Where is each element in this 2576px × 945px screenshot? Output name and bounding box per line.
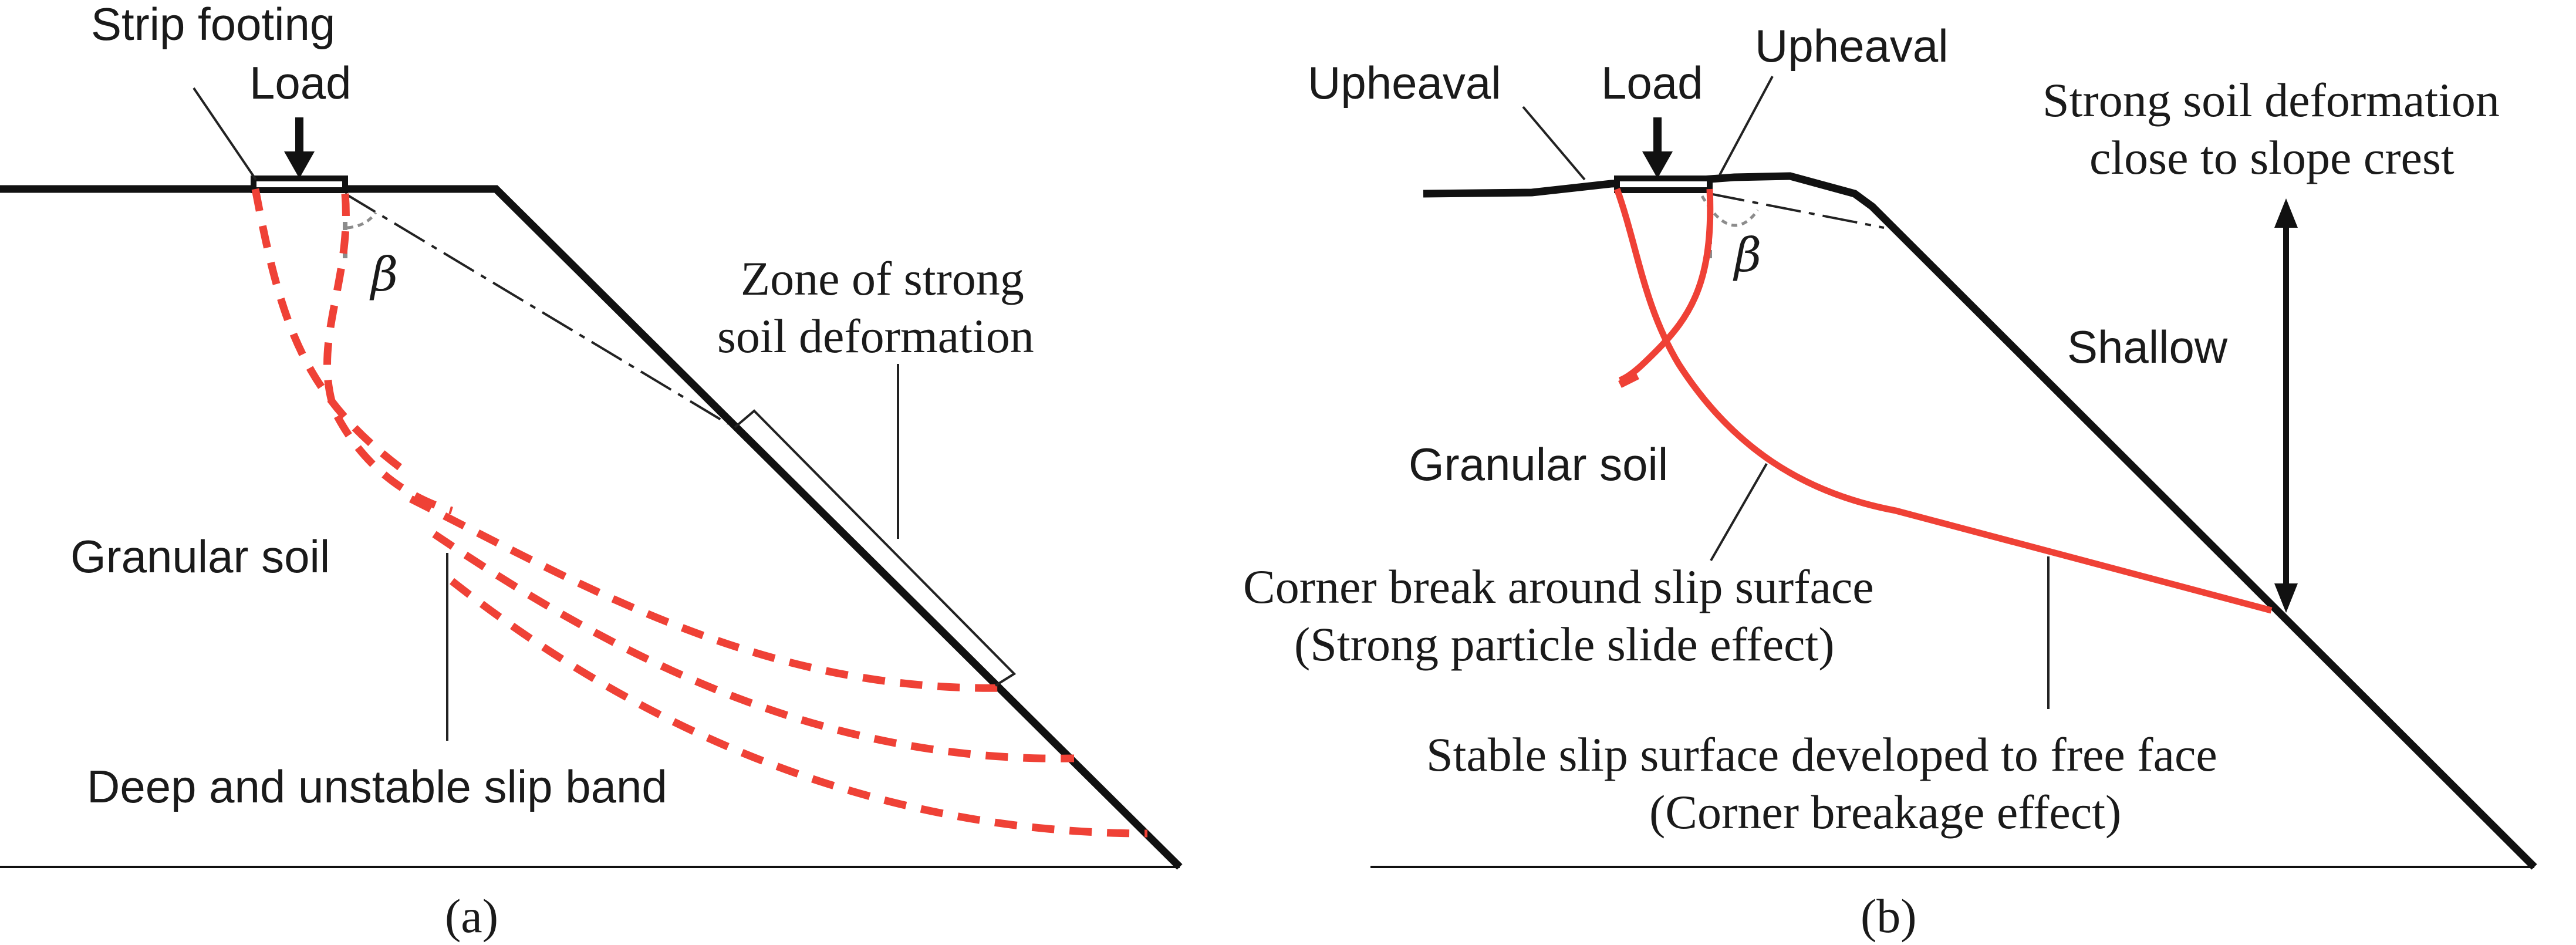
panel-a-load-label: Load: [249, 57, 352, 109]
panel-b-shallow-arrowhead-top: [2274, 198, 2298, 228]
panel-b-corner-break-line2: (Strong particle slide effect): [1294, 617, 1835, 671]
panel-a: β Strip footing Load Zone of strong soil…: [0, 0, 1183, 943]
panel-b-corner-break-slip-curve: [1613, 188, 2273, 614]
panel-b-strip-footing: [1614, 176, 1713, 193]
panel-b-strong-deformation-line2: close to slope crest: [2089, 131, 2455, 184]
panel-b-upheaval-left-leader: [1522, 106, 1586, 181]
panel-b-corner-break-leader: [1710, 463, 1768, 561]
panel-b-shallow-label: Shallow: [2067, 321, 2228, 373]
panel-a-slope-profile: [0, 185, 1183, 870]
panel-b-upheaval-left-label: Upheaval: [1308, 57, 1501, 109]
panel-b-corner-break-line1: Corner break around slip surface: [1243, 560, 1874, 613]
panel-a-beta-label: β: [369, 247, 398, 302]
panel-b-strong-deformation-line1: Strong soil deformation: [2042, 73, 2500, 127]
panel-a-zone-label-line1: Zone of strong: [741, 252, 1024, 305]
panel-b-inner-slip-curve: [1618, 188, 1714, 384]
panel-b-caption: (b): [1861, 889, 1917, 943]
panel-b-shallow-arrowhead-bottom: [2274, 583, 2298, 613]
panel-a-strip-footing-leader: [193, 87, 257, 181]
panel-b-stable-slip-line1: Stable slip surface developed to free fa…: [1426, 728, 2217, 781]
panel-a-slip-curve-outer: [251, 188, 413, 479]
panel-a-strip-footing: [251, 176, 348, 193]
panel-b-granular-soil-label: Granular soil: [1409, 438, 1668, 490]
panel-a-beta-arc: [347, 211, 377, 230]
panel-b: β Upheaval Load Upheaval Strong soil def…: [1243, 20, 2537, 943]
panel-b-load-label: Load: [1601, 57, 1703, 109]
panel-a-load-arrowhead: [284, 151, 315, 178]
panel-b-slope-profile: [1423, 172, 2537, 870]
panel-a-slip-band-label: Deep and unstable slip band: [87, 761, 667, 812]
panel-a-granular-soil-label: Granular soil: [70, 531, 330, 582]
panel-b-upheaval-right-label: Upheaval: [1755, 20, 1949, 72]
panel-a-slip-band-1: [409, 495, 1007, 692]
panel-b-load-arrowhead: [1642, 151, 1673, 178]
panel-b-stable-slip-line2: (Corner breakage effect): [1649, 785, 2121, 839]
panel-a-zone-bracket: [734, 409, 1017, 687]
panel-a-beta-reference-line: [344, 193, 729, 425]
panel-a-strip-footing-label: Strip footing: [91, 0, 335, 50]
panel-b-upheaval-right-leader: [1719, 76, 1774, 176]
panel-a-zone-label-line2: soil deformation: [717, 309, 1034, 363]
panel-b-beta-label: β: [1733, 228, 1761, 282]
panel-a-caption: (a): [445, 889, 498, 943]
panel-a-slip-band-2: [432, 531, 1075, 762]
panel-b-beta-reference-line: [1709, 193, 1885, 229]
panel-b-inner-slip-dash: [1618, 372, 1639, 388]
